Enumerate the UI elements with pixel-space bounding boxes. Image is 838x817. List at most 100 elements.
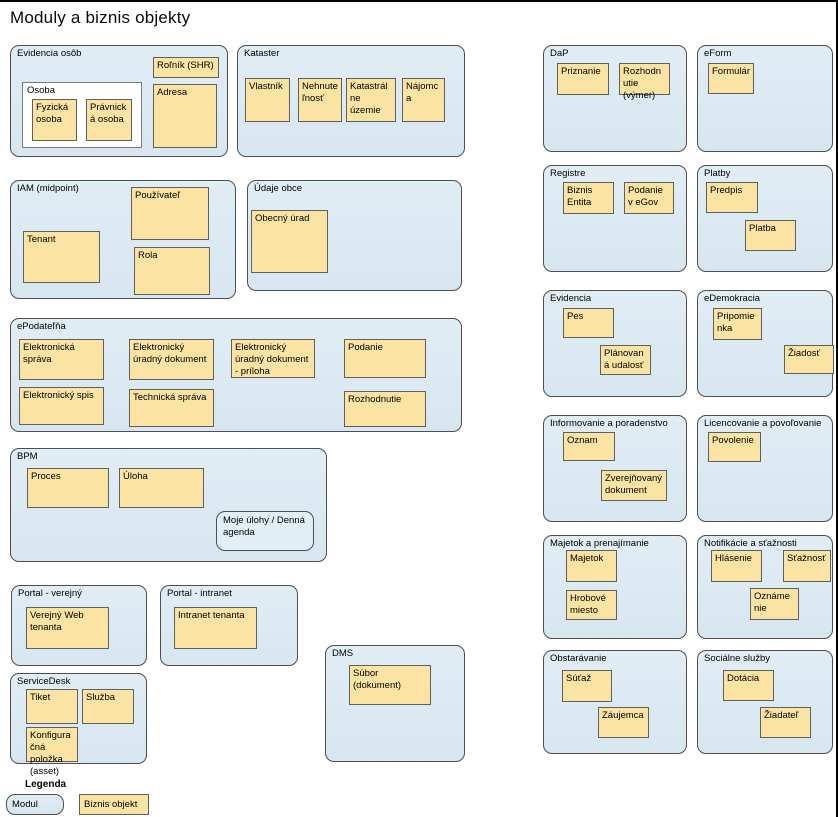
business-object-biznis-entita: Biznis Entita [563,182,614,214]
object-label: Právnická osoba [90,102,127,125]
business-object-pes: Pes [563,308,614,338]
business-object-priznanie: Priznanie [557,63,609,95]
object-label: Elektronický úradný dokument [133,342,207,365]
object-label: Konfiguračná položka (asset) [30,730,71,777]
module-title: Majetok a prenajímanie [550,538,649,549]
object-label: Priznanie [561,66,601,77]
module-title: eForm [704,48,732,59]
object-label: Rola [138,250,158,261]
business-object-hrobov-miesto: Hrobové miesto [566,590,617,620]
legend-title: Legenda [25,779,67,790]
object-label: Hlásenie [715,553,752,564]
object-label: Súbor (dokument) [353,668,402,691]
business-object-s-bor-dokument: Súbor (dokument) [349,665,431,705]
business-object-predpis: Predpis [706,182,758,213]
business-object-pou-vate: Používateľ [131,187,209,240]
business-object-zverej-ovan-dokument: Zverejňovaný dokument [601,470,667,501]
business-object-proces: Proces [27,468,109,508]
object-label: Tenant [27,234,56,245]
object-label: Používateľ [135,190,181,201]
module-title: Portal - intranet [167,588,232,599]
business-object-z-ujemca: Záujemca [598,707,649,738]
object-label: Oznámenie [754,591,790,614]
business-object-pl-novan-udalos: Plánovaná udalosť [600,345,651,375]
business-object-vlastn-k: Vlastník [245,78,290,122]
business-object-rozhodnutie: Rozhodnutie [344,391,426,427]
object-label: Biznis Entita [567,185,593,208]
business-object-katastr-lne-zemie: Katastrálne územie [346,78,396,122]
object-label: Predpis [710,185,743,196]
business-object-iadate: Žiadateľ [760,707,811,738]
business-object-majetok: Majetok [566,550,617,582]
object-label: Technická správa [133,392,207,403]
business-object-konfigura-n-polo-ka-asset: Konfiguračná položka (asset) [26,727,78,777]
business-object-verejn-web-tenanta: Verejný Web tenanta [26,607,109,649]
module-title: DaP [550,48,569,59]
object-label: Pripomienka [717,311,755,334]
submodule-moje-lohy-denn-agenda: Moje úlohy / Denná agenda [216,511,314,551]
object-label: Elektronický spis [23,390,94,401]
object-label: Elektronická správa [23,342,75,365]
object-label: Povolenie [712,435,754,446]
object-label: Platba [749,223,776,234]
object-label: Intranet tenanta [178,610,245,621]
object-label: Hrobové miesto [570,593,606,616]
module-title: IAM (midpoint) [17,183,79,194]
legend-module-swatch: Modul [6,794,64,815]
module-dms: DMS Súbor (dokument) [325,645,465,762]
module-title: ServiceDesk [17,676,71,687]
business-object-pripomienka: Pripomienka [713,308,762,340]
business-object-elektronick-radn-dokument: Elektronický úradný dokument [129,339,214,380]
module-title: Notifikácie a sťažnosti [704,538,797,549]
object-label: Podanie [348,342,383,353]
business-object-povolenie: Povolenie [708,432,761,462]
object-label: Elektronický úradný dokument - príloha [235,342,309,377]
legend-module-label: Modul [12,799,38,810]
module-title: eDemokracia [704,293,760,304]
business-object-oznam: Oznam [563,432,615,461]
module-title: Registre [550,168,586,179]
business-object-nehnute-nos: Nehnuteľnosť [298,78,342,122]
business-object-podanie: Podanie [344,339,426,378]
business-object-ozn-menie: Oznámenie [750,588,799,620]
object-label: Žiadateľ [764,710,799,721]
legend-object-swatch: Biznis objekt [79,794,149,815]
object-label: Súťaž [566,673,592,684]
legend-object-label: Biznis objekt [84,799,138,810]
object-label: Sťažnosť [787,553,826,564]
object-label: Moje úlohy / Denná agenda [223,515,305,538]
business-object-formul-r: Formulár [708,63,754,94]
object-label: Osoba [27,85,55,96]
business-object-adresa: Adresa [153,84,217,148]
module-title: Portal - verejný [18,588,82,599]
business-object-pr-vnick-osoba: Právnická osoba [86,99,132,141]
object-label: Rozhodnutie (výmer) [623,66,662,101]
module-title: Evidencia osôb [17,48,82,59]
object-label: Roľník (SHR) [157,60,214,71]
business-object-intranet-tenanta: Intranet tenanta [174,607,257,649]
business-object-elektronick-radn-dokument-pr-loha: Elektronický úradný dokument - príloha [231,339,315,378]
module-title: BPM [17,451,38,462]
object-label: Žiadosť [788,348,821,359]
module-title: DMS [332,648,354,659]
object-label: Podanie v eGov [628,185,663,208]
module-title: Platby [704,168,731,179]
business-object-tiket: Tiket [26,689,78,724]
module-title: ePodateľňa [17,321,66,332]
object-label: Rozhodnutie [348,394,402,405]
object-label: Formulár [712,66,751,77]
object-label: Úloha [123,471,148,482]
business-object-hl-senie: Hlásenie [711,550,762,582]
business-object-iados: Žiadosť [784,345,834,374]
